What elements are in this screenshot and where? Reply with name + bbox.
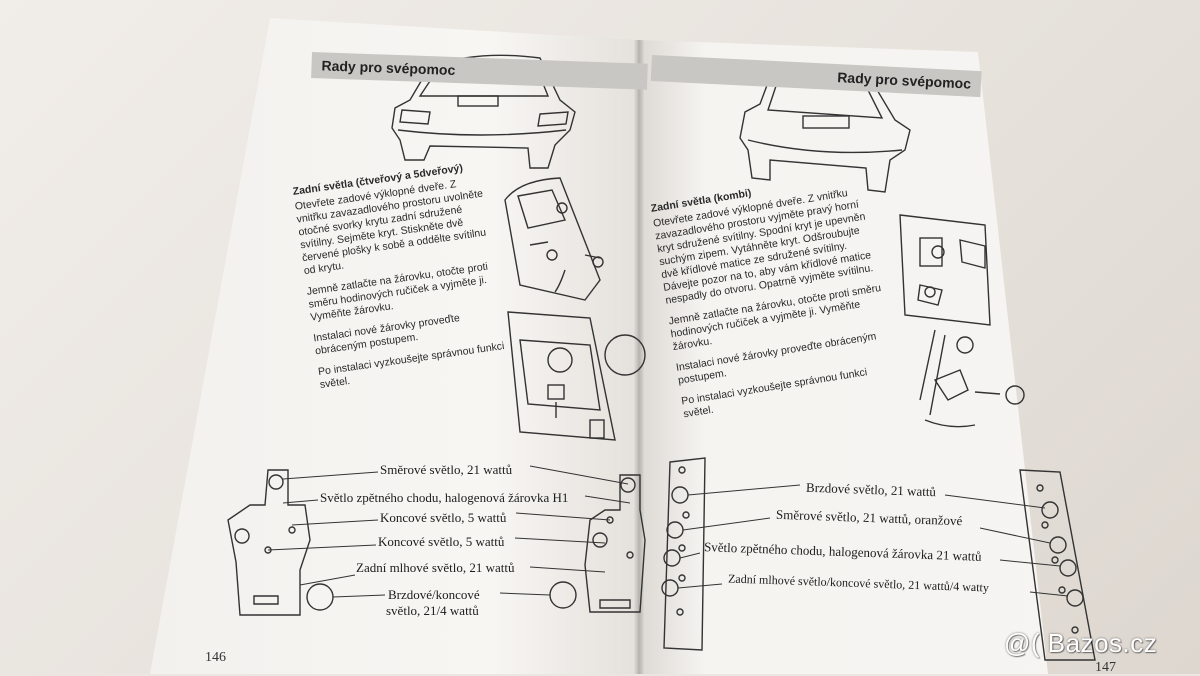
right-page <box>638 40 1048 674</box>
left-instructions: Zadní světla (čtveřový a 5dveřový) Otevř… <box>292 159 515 400</box>
estate-bulb-illustration <box>919 329 1025 428</box>
book-spine <box>634 40 644 674</box>
bazos-watermark: @( Bazos.cz <box>1004 628 1158 658</box>
right-instructions: Zadní světla (kombi) Otevřete zadové výk… <box>650 169 898 429</box>
label-tail-light-1: Koncové světlo, 5 wattů <box>380 510 507 525</box>
left-page-number: 146 <box>205 650 226 665</box>
label-reverse-light: Světlo zpětného chodu, halogenová žárovk… <box>320 490 569 505</box>
label-turn-signal: Směrové světlo, 21 wattů <box>380 462 513 477</box>
estate-lamp-strip-right <box>1019 469 1096 661</box>
label-tail-light-2: Koncové světlo, 5 wattů <box>378 534 505 549</box>
label-brake-tail-2: světlo, 21/4 wattů <box>386 603 479 618</box>
lamp-housing-illustration <box>504 177 604 301</box>
right-leader-lines <box>677 484 1069 597</box>
left-leader-lines <box>267 465 631 598</box>
bulb-holder-illustration <box>507 311 646 441</box>
label-brake-tail-1: Brzdové/koncové <box>388 587 480 602</box>
estate-cover-illustration <box>899 214 991 326</box>
right-page-number: 147 <box>1095 660 1116 675</box>
lamp-cluster-left-illustration <box>227 469 334 616</box>
label-fog-light: Zadní mlhové světlo, 21 wattů <box>356 560 515 575</box>
estate-lamp-strip-left <box>661 457 706 651</box>
estate-car-illustration <box>739 71 911 193</box>
